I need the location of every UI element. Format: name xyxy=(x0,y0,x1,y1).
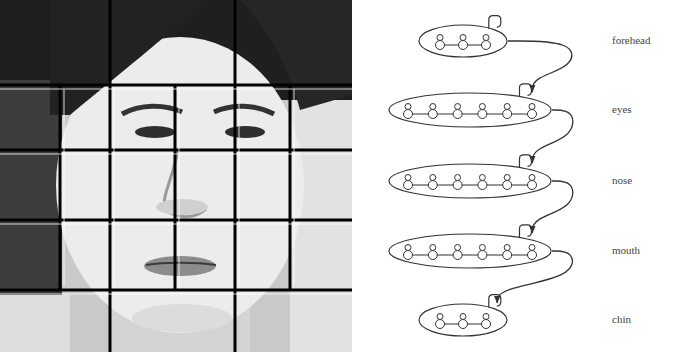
super-state-ellipse xyxy=(419,304,507,336)
region-label: forehead xyxy=(612,35,650,46)
super-state: nose xyxy=(388,163,552,199)
region-label: mouth xyxy=(612,245,640,256)
super-state-ellipse xyxy=(389,93,551,127)
self-loop xyxy=(489,16,501,29)
super-state: mouth xyxy=(388,233,552,269)
state-symbol xyxy=(436,35,445,50)
state-symbol xyxy=(453,104,462,119)
state-symbol xyxy=(482,314,491,329)
transition-arc xyxy=(532,110,572,163)
state-symbol xyxy=(503,104,512,119)
super-state-ellipse xyxy=(389,164,551,198)
state-symbol xyxy=(453,245,462,260)
state-symbol xyxy=(478,104,487,119)
state-symbol xyxy=(459,35,468,50)
state-chain xyxy=(408,185,532,186)
state-symbol xyxy=(528,175,537,190)
super-state-ellipse xyxy=(419,25,507,57)
state-chain xyxy=(408,255,532,256)
state-symbol xyxy=(528,245,537,260)
state-symbol xyxy=(428,104,437,119)
super-state: eyes xyxy=(388,92,552,128)
state-symbol xyxy=(404,245,413,260)
super-state: chin xyxy=(418,303,508,337)
transition-arc xyxy=(532,181,572,233)
state-symbol xyxy=(404,104,413,119)
state-chain xyxy=(408,114,532,115)
transition-arc xyxy=(497,251,572,303)
super-state-outline xyxy=(388,92,552,128)
state-symbol xyxy=(459,314,468,329)
state-symbol xyxy=(436,314,445,329)
super-state-outline xyxy=(418,303,508,337)
transition-arc xyxy=(508,41,572,92)
super-state-outline xyxy=(388,233,552,269)
state-symbol xyxy=(428,175,437,190)
super-state-outline xyxy=(418,24,508,58)
state-symbol xyxy=(503,245,512,260)
region-label: eyes xyxy=(612,104,632,115)
state-symbol xyxy=(528,104,537,119)
self-loop xyxy=(519,155,531,168)
state-symbol xyxy=(478,245,487,260)
state-symbol xyxy=(453,175,462,190)
state-symbol xyxy=(404,175,413,190)
super-state-outline xyxy=(388,163,552,199)
region-label: nose xyxy=(612,175,632,186)
super-state: forehead xyxy=(418,24,508,58)
face-photo xyxy=(0,0,352,352)
self-loop xyxy=(519,225,531,238)
self-loop xyxy=(489,295,501,308)
state-symbol xyxy=(482,35,491,50)
state-symbol xyxy=(503,175,512,190)
super-state-ellipse xyxy=(389,234,551,268)
state-symbol xyxy=(428,245,437,260)
state-symbol xyxy=(478,175,487,190)
region-label: chin xyxy=(612,314,631,325)
self-loop xyxy=(519,84,531,97)
